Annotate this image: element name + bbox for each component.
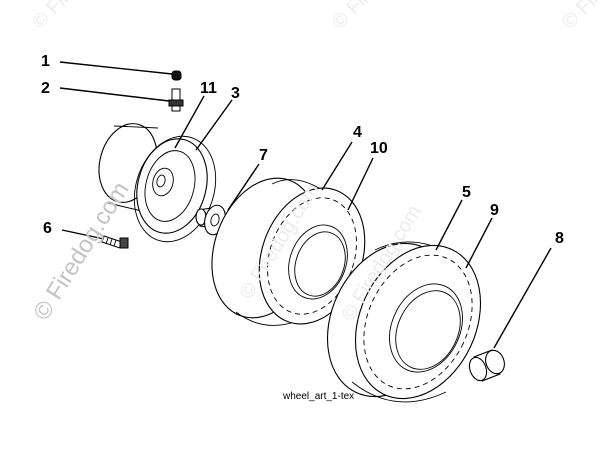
leader-10 — [347, 157, 374, 211]
leader-8 — [493, 247, 552, 349]
callout-3: 3 — [231, 85, 240, 102]
lug-bolt — [101, 235, 129, 249]
valve-stem — [168, 88, 184, 112]
leader-9 — [465, 217, 493, 269]
watermark-top-1: © Firedog.com — [28, 0, 137, 34]
leader-5 — [435, 199, 463, 251]
valve-cap — [171, 70, 182, 81]
wheel-rim — [98, 123, 208, 234]
callout-10: 10 — [370, 140, 388, 157]
rim-ring — [133, 135, 217, 243]
leader-6 — [61, 229, 105, 240]
watermark-main: © Firedog.com — [28, 177, 134, 325]
leader-1 — [59, 61, 173, 75]
callout-11: 11 — [200, 80, 217, 97]
callout-2: 2 — [41, 80, 50, 97]
leader-7 — [227, 163, 260, 211]
callout-8: 8 — [555, 230, 564, 247]
callout-4: 4 — [353, 124, 362, 141]
callout-6: 6 — [43, 220, 52, 237]
callout-5: 5 — [462, 184, 471, 201]
leader-4 — [321, 141, 353, 191]
callout-1: 1 — [41, 53, 50, 70]
rear-tire — [326, 241, 482, 403]
hub-cap — [468, 349, 505, 382]
diagram-caption: wheel_art_1-tex — [282, 391, 354, 402]
watermark-top-2: © Firedog.com — [328, 0, 437, 34]
callout-9: 9 — [490, 202, 499, 219]
watermark-top-3: © Firedog.com — [558, 0, 604, 34]
leader-3 — [195, 99, 233, 151]
leader-11 — [174, 95, 205, 149]
callout-7: 7 — [259, 147, 268, 164]
front-tire — [211, 177, 366, 326]
leader-lines — [59, 61, 552, 349]
leader-2 — [59, 87, 170, 102]
